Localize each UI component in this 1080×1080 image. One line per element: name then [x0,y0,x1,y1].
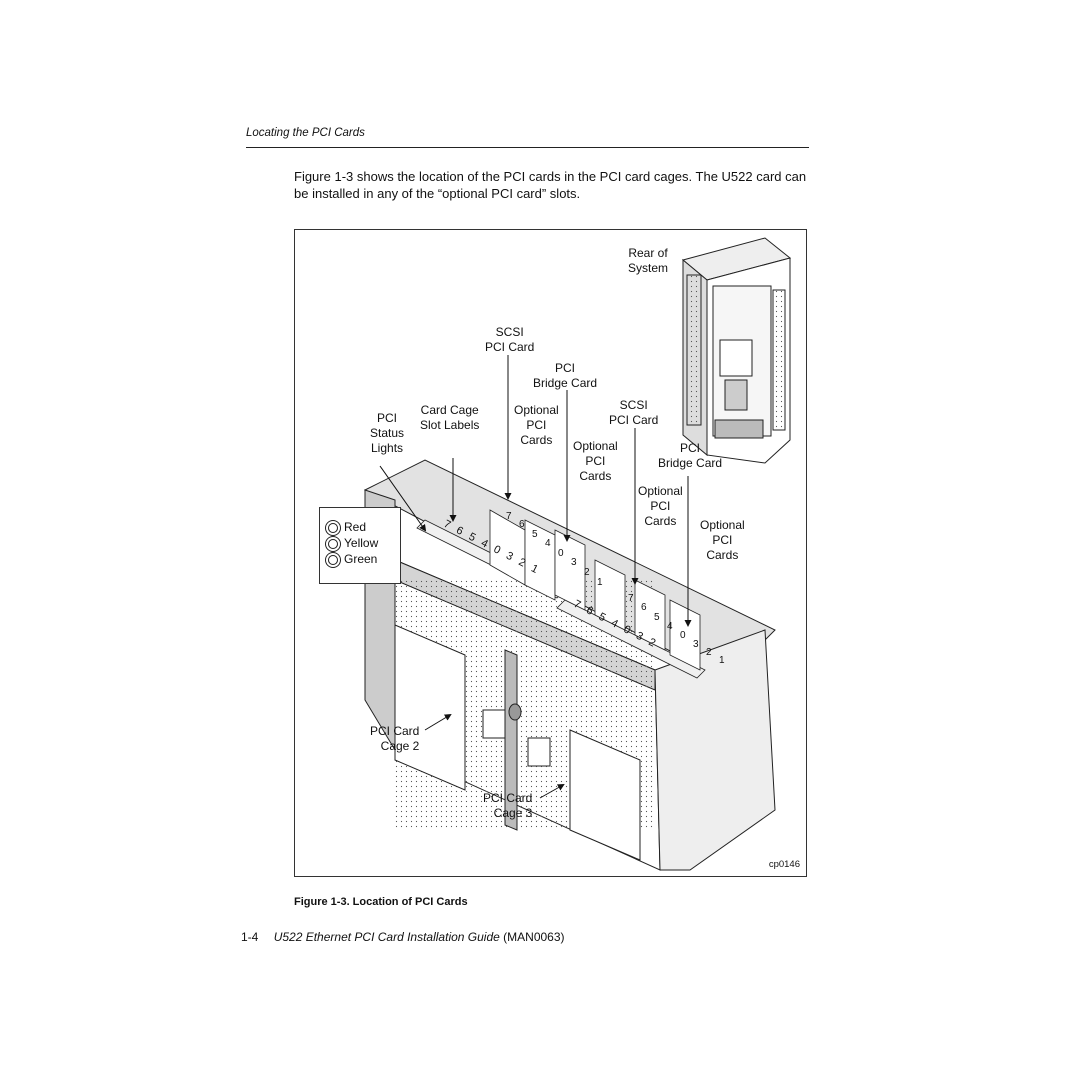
light-icon [328,522,338,533]
document-id: (MAN0063) [503,930,565,944]
figure-id: cp0146 [768,859,800,870]
legend-red: Red [328,520,366,535]
slot-label: 7 [572,598,583,611]
label-pci-card-cage-3: PCI Card Cage 3 [483,791,533,820]
slot-tag: 6 [519,519,525,530]
slot-tag: 0 [680,630,686,641]
status-light-legend: Red Yellow Green [319,507,401,584]
slot-label: 2 [646,636,657,649]
document-title: U522 Ethernet PCI Card Installation Guid… [273,930,500,944]
slot-label: 3 [634,630,645,643]
slot-label: 0 [492,543,503,556]
slot-label: 4 [479,537,490,550]
label-pci-bridge-card-1: PCI Bridge Card [533,361,598,390]
slot-label: 5 [467,531,478,544]
label-scsi-pci-card-1: SCSI PCI Card [485,325,535,354]
slot-tag: 0 [558,548,564,559]
label-optional-pci-cards-2: Optional PCI Cards [573,439,618,483]
legend-green: Green [328,552,377,567]
slot-label: 3 [504,550,515,563]
slot-label: 6 [584,604,595,617]
slot-label: 5 [597,611,608,624]
page-footer: 1-4 U522 Ethernet PCI Card Installation … [241,930,565,944]
slot-label: 2 [516,556,527,569]
slot-label: 6 [454,524,465,537]
card-slots [416,509,706,679]
label-optional-pci-cards-3: Optional PCI Cards [638,484,683,528]
slot-tag: 3 [693,639,699,650]
label-rear-of-system: Rear of System [628,246,669,275]
slot-tag: 1 [719,655,725,666]
light-icon [328,538,338,549]
slot-tag: 3 [571,557,577,568]
label-pci-bridge-card-2: PCI Bridge Card [658,441,723,470]
page-header: Locating the PCI Cards [246,127,365,139]
figure-box: 7 6 5 4 0 3 2 1 7 6 5 4 0 3 2 1 7 6 5 4 … [294,229,807,877]
slot-tag: 2 [706,647,712,658]
label-card-cage-slot-labels: Card Cage Slot Labels [420,403,480,432]
slot-tag: 4 [545,538,551,549]
slot-tag: 7 [506,511,512,522]
label-optional-pci-cards-1: Optional PCI Cards [514,403,559,447]
intro-paragraph: Figure 1-3 shows the location of the PCI… [294,169,807,201]
slot-label: 0 [622,623,633,636]
rear-system-cabinet [681,237,792,464]
slot-tag: 5 [532,529,538,540]
callout-lines [379,355,692,799]
slot-label: 7 [442,518,453,531]
light-icon [328,554,338,565]
label-pci-status-lights: PCI Status Lights [370,411,405,455]
header-rule [246,147,809,148]
label-optional-pci-cards-4: Optional PCI Cards [700,518,745,562]
slot-label: 1 [529,562,540,575]
slot-number-tags: 7 6 5 4 0 3 2 1 7 6 5 4 0 3 2 1 7 6 5 4 … [442,511,725,666]
slot-tag: 4 [667,621,673,632]
slot-tag: 2 [584,567,590,578]
slot-tag: 5 [654,612,660,623]
label-pci-card-cage-2: PCI Card Cage 2 [370,724,420,753]
slot-label: 4 [609,617,620,630]
page-number: 1-4 [241,930,259,944]
slot-tag: 1 [597,577,603,588]
label-scsi-pci-card-2: SCSI PCI Card [609,398,659,427]
legend-yellow: Yellow [328,536,378,551]
slot-tag: 7 [628,593,634,604]
figure-caption: Figure 1-3. Location of PCI Cards [294,896,468,908]
slot-tag: 6 [641,602,647,613]
